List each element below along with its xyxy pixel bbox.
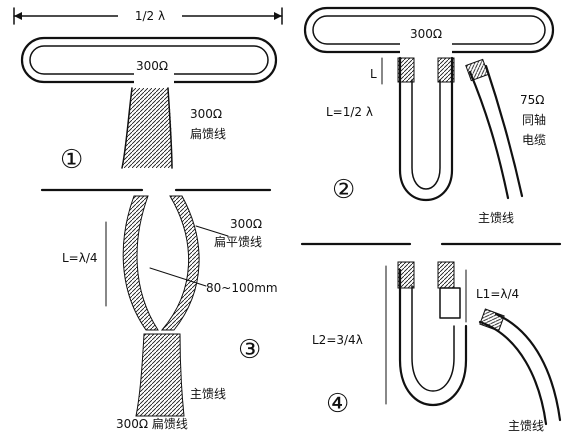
coax-label-line2: 电缆 xyxy=(522,133,546,147)
l1-label: L1=λ/4 xyxy=(476,287,519,301)
u-balun-inner xyxy=(411,79,441,190)
flat-feeder-right-edge xyxy=(167,87,173,169)
impedance-300-label-2: 300Ω xyxy=(410,27,442,41)
main-coax-end xyxy=(465,58,489,82)
l2-label: L2=3/4λ xyxy=(312,333,363,347)
coax-impedance-label: 75Ω xyxy=(520,93,544,107)
diagram-number-3: ③ xyxy=(238,335,261,365)
leader-spacing xyxy=(149,267,207,287)
diagram-1: 1/2 λ 300Ω 300Ω 扁馈线 ① xyxy=(13,7,283,175)
diagram-2: 300Ω L L=1/2 λ 75Ω 同轴 电缆 ② 主馈线 xyxy=(303,6,555,225)
flat-feeder-impedance-3: 300Ω xyxy=(230,217,262,231)
u-stub-outer xyxy=(398,268,468,407)
impedance-300-label: 300Ω xyxy=(136,59,168,73)
stub-left xyxy=(122,195,159,331)
main-coax-4-a xyxy=(478,320,548,426)
main-feeder-label-4: 主馈线 xyxy=(508,419,544,433)
stub-end-right-4 xyxy=(437,261,455,289)
u-stub-inner xyxy=(411,285,455,392)
flat-feeder-label: 扁馈线 xyxy=(190,127,226,141)
diagram-4: L1=λ/4 L2=3/4λ ④ 主馈线 xyxy=(300,242,562,433)
flat-feeder-label-3: 扁平馈线 xyxy=(214,235,262,249)
flat-feeder-body xyxy=(122,88,172,168)
coax-end-left xyxy=(397,57,415,83)
stub-end-left-4 xyxy=(397,261,415,289)
half-wavelength-label: 1/2 λ xyxy=(135,9,165,23)
diagram-3: L=λ/4 300Ω 扁平馈线 80~100mm ③ 主馈线 300Ω 扁馈线 xyxy=(40,188,278,431)
leader-flat-feeder xyxy=(195,225,229,237)
feeder-impedance-label: 300Ω xyxy=(190,107,222,121)
diagram-number-1: ① xyxy=(60,145,83,175)
spacing-label: 80~100mm xyxy=(206,281,278,295)
u-balun-outer xyxy=(398,56,454,202)
coax-label-line1: 同轴 xyxy=(522,112,546,127)
main-coax-4-end xyxy=(479,308,505,332)
main-flat-feeder-3 xyxy=(135,333,185,417)
flat-feeder-left-edge xyxy=(121,87,133,169)
coax-end-right xyxy=(437,57,455,83)
main-coax-right xyxy=(484,64,524,198)
diagram-number-2: ② xyxy=(332,175,355,205)
main-coax-4-b xyxy=(494,312,562,422)
bottom-flat-feeder-label: 300Ω 扁馈线 xyxy=(116,417,188,431)
length-half-label: L=1/2 λ xyxy=(326,105,373,119)
diagram-number-4: ④ xyxy=(326,389,349,419)
length-L-label: L xyxy=(370,67,377,81)
main-feeder-label-3: 主馈线 xyxy=(190,387,226,401)
quarter-stub xyxy=(439,287,461,319)
dim-arrow-left xyxy=(14,12,22,20)
main-feeder-label-2: 主馈线 xyxy=(478,211,514,225)
stub-right xyxy=(160,195,200,331)
dim-arrow-right xyxy=(274,12,282,20)
quarter-wave-label: L=λ/4 xyxy=(62,251,98,265)
main-coax-left xyxy=(468,70,510,200)
